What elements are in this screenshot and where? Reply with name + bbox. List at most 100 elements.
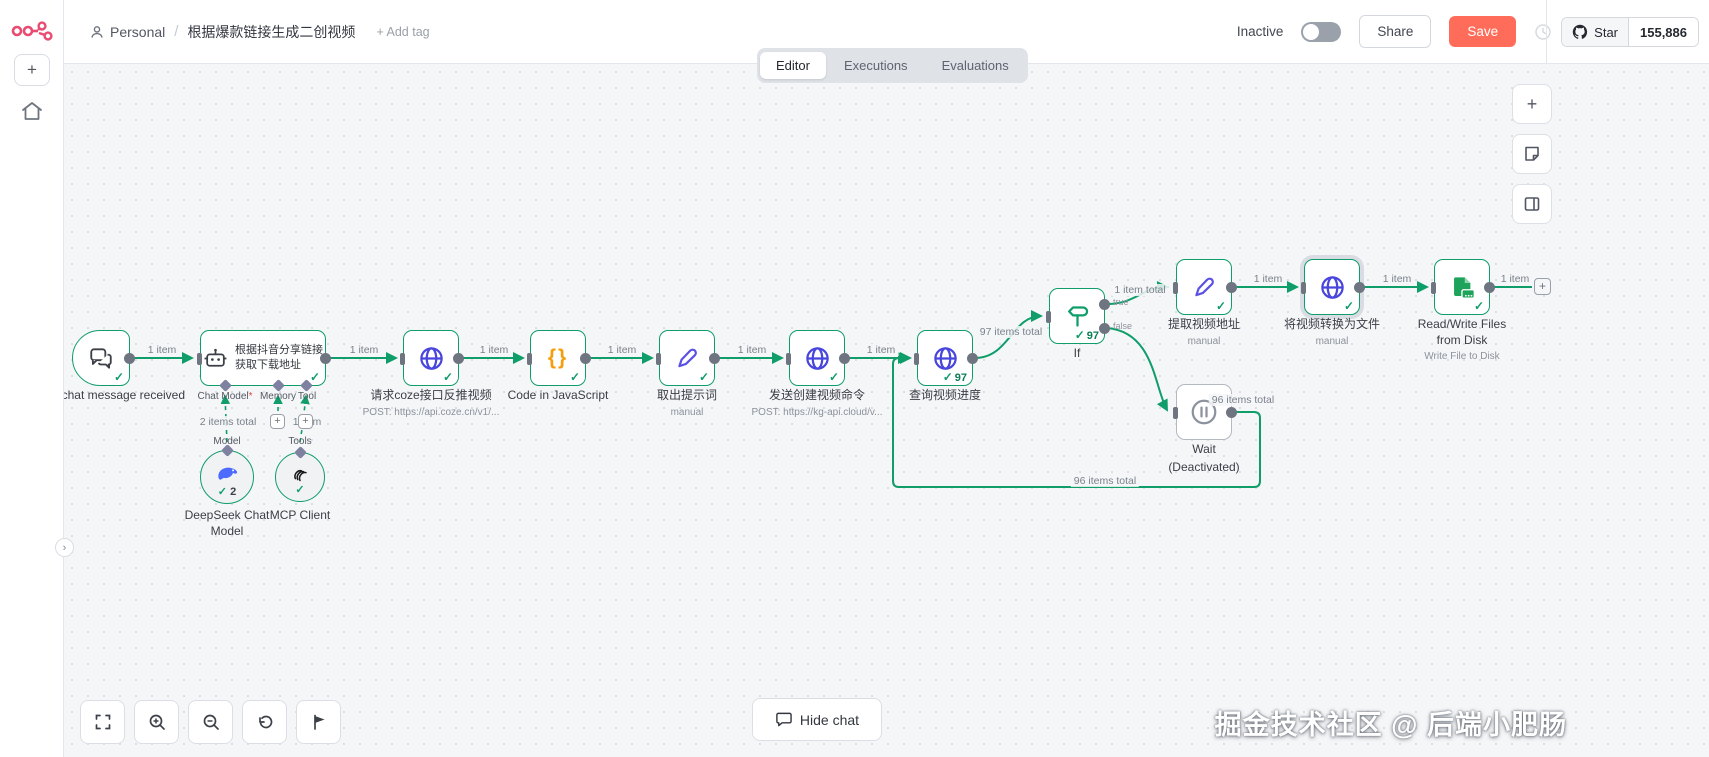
input-port xyxy=(786,353,791,365)
edge-label: 1 item xyxy=(346,344,382,356)
add-next-node-button[interactable]: + xyxy=(1534,278,1551,295)
breadcrumb: Personal / 根据爆款链接生成二创视频 + Add tag xyxy=(90,22,430,42)
success-check-icon: ✓ xyxy=(828,370,839,384)
toggle-panel-button[interactable] xyxy=(1512,184,1552,224)
node-label-convert: 将视频转换为文件 manual xyxy=(1283,317,1380,347)
node-label-query: 查询视频进度 xyxy=(908,388,981,402)
port-label-chat-model: Chat Model* xyxy=(197,391,253,402)
output-port[interactable] xyxy=(839,353,850,364)
success-check-icon: ✓ xyxy=(1343,299,1354,313)
success-check-icon: ✓ xyxy=(569,370,580,384)
output-port[interactable] xyxy=(580,353,591,364)
note-icon xyxy=(1525,146,1539,161)
input-port xyxy=(400,353,405,365)
add-tag-button[interactable]: + Add tag xyxy=(376,24,430,39)
deepseek-whale-icon xyxy=(218,467,238,480)
node-ai-agent[interactable]: 根据抖音分享链接 获取下载地址 ✓ xyxy=(197,330,331,392)
if-false-label: false xyxy=(1113,321,1133,331)
input-port xyxy=(1173,282,1178,294)
output-port-true[interactable] xyxy=(1099,299,1110,310)
output-port[interactable] xyxy=(1226,407,1237,418)
tab-evaluations[interactable]: Evaluations xyxy=(941,58,1009,73)
sidebar-expand-chevron-icon[interactable]: › xyxy=(55,538,74,557)
robot-icon xyxy=(204,348,227,367)
zoom-add-node-button[interactable]: + xyxy=(1512,84,1552,124)
success-check-icon: ✓ xyxy=(309,370,320,384)
undo-icon xyxy=(258,715,272,729)
output-port[interactable] xyxy=(453,353,464,364)
pen-icon xyxy=(678,348,697,368)
node-label-deepseek: DeepSeek Chat Model xyxy=(184,508,270,538)
add-workflow-button[interactable]: + xyxy=(14,54,50,86)
edge-label: 2 items total xyxy=(196,416,260,428)
zoom-in-button[interactable] xyxy=(134,700,179,744)
output-port-false[interactable] xyxy=(1099,323,1110,334)
input-port xyxy=(1431,282,1436,294)
node-label-rw: Read/Write Files from Disk Write File to… xyxy=(1417,317,1507,363)
success-check-icon: ✓ xyxy=(1215,299,1226,313)
workflow-title[interactable]: 根据爆款链接生成二创视频 xyxy=(187,23,356,40)
output-port[interactable] xyxy=(1484,282,1495,293)
person-icon xyxy=(91,25,103,38)
save-button[interactable]: Save xyxy=(1449,16,1517,47)
memory-port[interactable] xyxy=(272,379,285,392)
tidy-up-icon xyxy=(313,714,324,730)
workflow-canvas[interactable]: ✓ When chat message received 根据抖音分享链接 获取… xyxy=(64,64,1709,757)
node-read-write-files[interactable]: ✓ xyxy=(1431,259,1495,315)
node-edit-prompt[interactable]: ✓ xyxy=(656,330,720,386)
hide-chat-button[interactable]: Hide chat xyxy=(752,698,882,741)
add-tool-button[interactable]: + xyxy=(298,414,313,429)
output-port[interactable] xyxy=(1226,282,1237,293)
node-http-query-progress[interactable]: ✓97 xyxy=(914,330,978,386)
node-label-wait: Wait (Deactivated) xyxy=(1168,442,1240,474)
edge-label: 1 item xyxy=(144,344,180,356)
share-button[interactable]: Share xyxy=(1359,15,1432,48)
output-port[interactable] xyxy=(320,353,331,364)
success-check-icon: ✓ xyxy=(113,370,124,384)
node-chat-trigger[interactable]: ✓ xyxy=(72,330,135,386)
port-label-memory: Memory xyxy=(259,391,297,402)
node-code[interactable]: {} ✓ xyxy=(527,330,591,386)
star-count: 155,886 xyxy=(1629,18,1698,46)
node-http-convert-video[interactable]: ✓ xyxy=(1301,259,1365,315)
github-star-button[interactable]: Star 155,886 xyxy=(1561,17,1699,47)
output-port[interactable] xyxy=(709,353,720,364)
node-if[interactable]: ✓97 xyxy=(1046,288,1110,344)
history-icon[interactable] xyxy=(1534,23,1552,41)
zoom-out-button[interactable] xyxy=(188,700,233,744)
fit-view-button[interactable] xyxy=(80,700,125,744)
active-toggle[interactable] xyxy=(1301,21,1342,42)
node-label-coze: 请求coze接口反推视频 POST: https://api.coze.cn/v… xyxy=(362,388,500,418)
node-wait[interactable] xyxy=(1173,384,1237,440)
node-deepseek-chat-model[interactable]: ✓ 2 xyxy=(200,444,254,504)
edge-label: 1 item total xyxy=(1111,284,1169,296)
input-port xyxy=(1301,282,1306,294)
globe-icon xyxy=(933,346,957,370)
node-edit-extract[interactable]: ✓ xyxy=(1173,259,1237,315)
add-memory-button[interactable]: + xyxy=(270,414,285,429)
n8n-logo-icon xyxy=(11,21,53,41)
output-port[interactable] xyxy=(967,353,978,364)
port-label-model: Model xyxy=(213,436,241,447)
sticky-note-button[interactable] xyxy=(1512,134,1552,174)
chat-model-port[interactable] xyxy=(219,379,232,392)
tab-executions[interactable]: Executions xyxy=(843,58,908,73)
globe-icon xyxy=(805,346,829,370)
input-port xyxy=(914,353,919,365)
node-http-create-video[interactable]: ✓ xyxy=(786,330,850,386)
node-label-send: 发送创建视频命令 POST: https://kg-api.cloud/v... xyxy=(751,388,883,418)
topbar-actions: Inactive Share Save ••• xyxy=(1237,15,1593,48)
success-check-icon: ✓ xyxy=(442,370,453,384)
chat-bubbles-icon xyxy=(90,348,112,369)
output-port[interactable] xyxy=(124,353,135,364)
success-check-icon: ✓ xyxy=(295,484,305,496)
node-mcp-client[interactable]: ✓ xyxy=(275,446,325,502)
home-icon[interactable] xyxy=(20,100,44,122)
tidy-up-button[interactable] xyxy=(296,700,341,744)
undo-button[interactable] xyxy=(242,700,287,744)
project-crumb[interactable]: Personal xyxy=(90,24,165,40)
success-check-icon: ✓ xyxy=(1473,299,1484,313)
tab-editor[interactable]: Editor xyxy=(760,52,826,79)
output-port[interactable] xyxy=(1354,282,1365,293)
node-http-coze[interactable]: ✓ xyxy=(400,330,464,386)
